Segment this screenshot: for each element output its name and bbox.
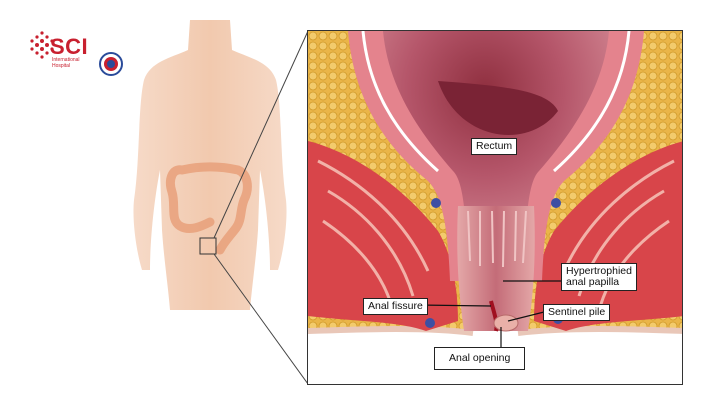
label-sentinel-pile: Sentinel pile xyxy=(543,304,611,321)
logo-subtitle-line1: International xyxy=(52,57,80,63)
label-anal-fissure: Anal fissure xyxy=(363,298,428,315)
leader-fissure xyxy=(417,304,492,307)
label-rectum: Rectum xyxy=(471,138,518,155)
highlight-box xyxy=(199,237,217,255)
skin-line xyxy=(308,326,682,336)
emblem-icon xyxy=(99,52,123,76)
label-anal-opening: Anal opening xyxy=(434,347,526,370)
logo-subtitle-line2: Hospital xyxy=(52,63,71,69)
logo-name: SCI xyxy=(50,34,89,59)
label-hypertrophied-papilla: Hypertrophied anal papilla xyxy=(561,263,637,291)
body-illustration xyxy=(133,20,287,310)
anal-canal-cross-section xyxy=(308,31,682,384)
fissure-mark xyxy=(489,300,499,332)
colon-shape xyxy=(165,162,252,255)
logo-dots-icon xyxy=(30,31,54,59)
sentinel-pile-mark xyxy=(493,314,519,332)
logo-subtitle: International Hospital xyxy=(52,57,80,69)
anatomy-panel xyxy=(307,30,683,385)
label-papilla-line1: Hypertrophied xyxy=(566,265,632,277)
leader-sentinel xyxy=(507,311,545,322)
label-papilla-line2: anal papilla xyxy=(566,276,620,288)
rectum-lumen xyxy=(438,81,558,135)
hospital-logo xyxy=(28,30,128,80)
